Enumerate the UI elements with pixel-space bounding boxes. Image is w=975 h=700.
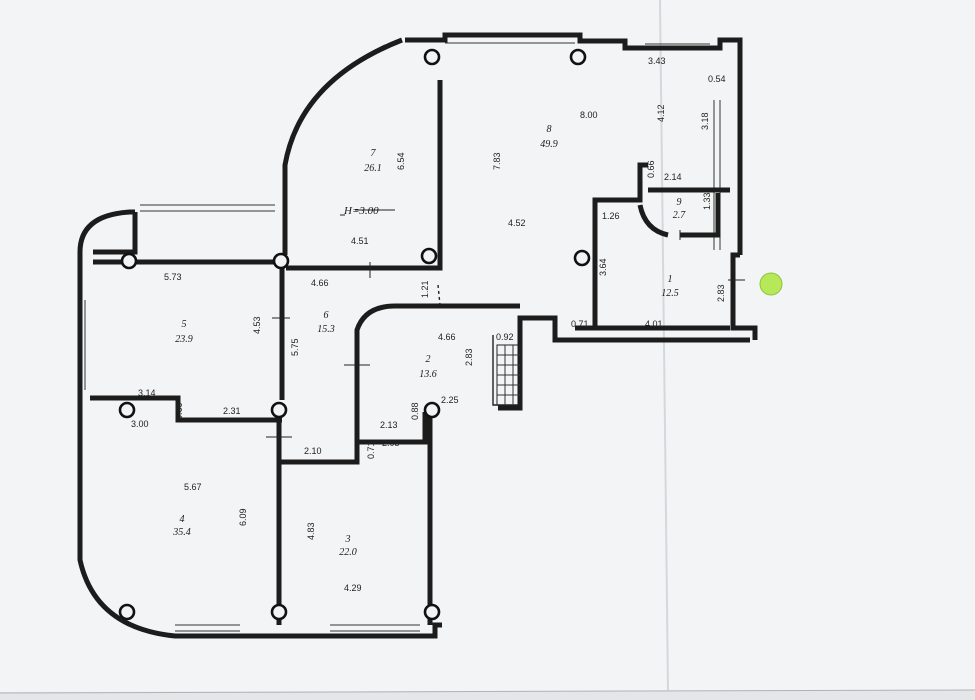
dimension-label: 0.66 [646,160,656,178]
dimension-label: 2.05 [382,438,400,448]
dimension-label: 5.73 [164,272,182,282]
dimension-label: 1.21 [420,280,430,298]
dimension-label: 4.51 [351,236,369,246]
room-labels: 1 12.5 2 13.6 3 22.0 4 35.4 5 23.9 6 15.… [172,124,686,558]
dimension-label: 2.25 [441,395,459,405]
dimension-label: 1.26 [602,211,620,221]
room-4-area: 35.4 [172,527,191,538]
dimension-label: 4.29 [344,583,362,593]
room-5-area: 23.9 [175,334,193,345]
room-5-number: 5 [182,319,187,330]
dimension-label: 3.64 [598,258,608,276]
dimension-label: 5.67 [184,482,202,492]
room-2-area: 13.6 [419,369,437,380]
dimension-label: 0.54 [708,74,726,84]
room-9-area: 2.7 [673,210,687,221]
room-8-area: 49.9 [540,139,558,150]
room-2-number: 2 [426,354,431,365]
dimension-label: 0.71 [571,319,589,329]
green-dot-icon [759,272,783,296]
room-7-number: 7 [371,148,377,159]
dimension-label: 0.71 [366,441,376,459]
dimension-label: 2.83 [464,348,474,366]
room-3-area: 22.0 [339,547,357,558]
dimension-label: 4.66 [311,278,329,288]
room-3-number: 3 [345,534,351,545]
dimension-labels: 3.43 0.54 8.00 4.12 3.18 7.83 6.54 0.66 … [131,56,726,593]
walls [77,32,758,639]
dimension-label: 2.83 [716,284,726,302]
dimension-label: 2.31 [223,406,241,416]
dimension-label: 7.83 [492,152,502,170]
dimension-label: 2.14 [664,172,682,182]
room-4-number: 4 [180,514,185,525]
dimension-label: 6.54 [396,152,406,170]
dimension-label: 3.18 [700,112,710,130]
dimension-label: 6.09 [238,508,248,526]
paper-fold [659,0,669,691]
dimension-label: 4.66 [438,332,456,342]
dimension-label: 0.60 [174,402,184,420]
dimension-label: 2.13 [380,420,398,430]
room-leader-lines [266,209,745,438]
dimension-label: 4.01 [645,319,663,329]
dimension-label: 1.33 [702,192,712,210]
dimension-label: 5.75 [290,338,300,356]
dimension-label: 4.12 [656,104,666,122]
stair-shaft-grid [496,344,521,406]
room-9-number: 9 [677,197,682,208]
dimension-label: 2.10 [304,446,322,456]
room-8-number: 8 [547,124,552,135]
room-7-area: 26.1 [364,163,382,174]
dimension-label: 3.43 [648,56,666,66]
paper-edge [0,689,975,694]
dimension-label: 0.92 [496,332,514,342]
room-6-area: 15.3 [317,324,335,335]
dimension-label: 4.52 [508,218,526,228]
dimension-label: 8.00 [580,110,598,120]
room-1-area: 12.5 [661,288,679,299]
dimension-label: 3.00 [131,419,149,429]
room-1-number: 1 [668,274,673,285]
dimension-label: 4.83 [306,522,316,540]
dimension-label: 0.88 [410,402,420,420]
ceiling-height-label: H=3.00 [343,205,379,217]
structural-columns [118,48,591,621]
dimension-label: 3.14 [138,388,156,398]
room-6-number: 6 [324,310,329,321]
dimension-label: 4.53 [252,316,262,334]
